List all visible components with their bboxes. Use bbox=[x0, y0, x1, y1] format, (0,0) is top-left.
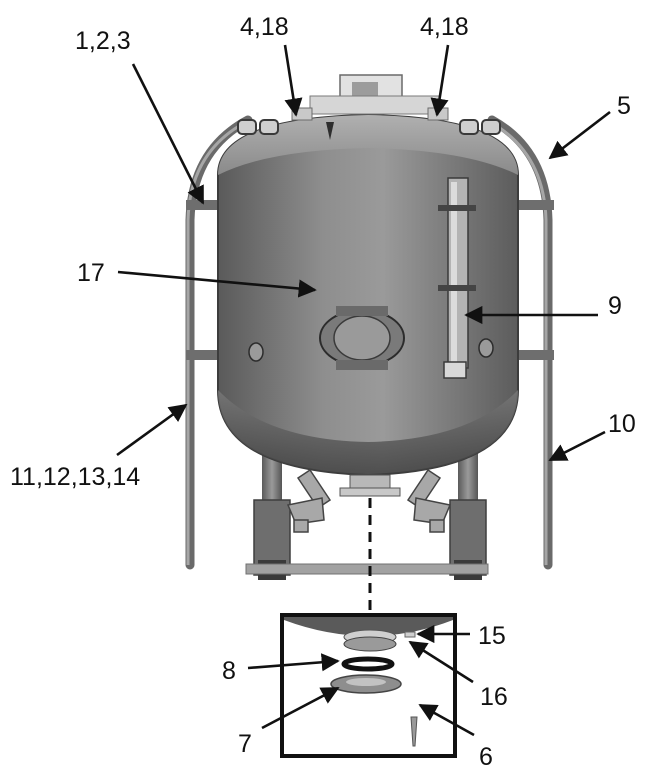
arrow-5 bbox=[548, 110, 611, 160]
bolt-part bbox=[404, 631, 416, 638]
arrow-16 bbox=[408, 640, 474, 684]
label-1-2-3: 1,2,3 bbox=[75, 27, 131, 55]
label-4-18-right: 4,18 bbox=[420, 13, 469, 41]
bottom-outlet bbox=[339, 474, 401, 497]
label-10: 10 bbox=[608, 410, 636, 438]
level-gauge bbox=[438, 177, 476, 379]
arrow-4-18-left bbox=[283, 44, 303, 117]
label-6: 6 bbox=[479, 743, 493, 768]
gasket-ring bbox=[341, 656, 395, 672]
label-11-12-13-14: 11,12,13,14 bbox=[10, 463, 140, 491]
label-15: 15 bbox=[478, 622, 506, 650]
arrow-10 bbox=[548, 430, 606, 462]
arrow-4-18-right bbox=[430, 44, 450, 117]
lifting-lugs bbox=[237, 119, 501, 135]
base-plate bbox=[245, 563, 489, 575]
arrow-6 bbox=[418, 703, 475, 737]
arrow-11-14 bbox=[116, 403, 188, 457]
arrow-17 bbox=[117, 270, 317, 298]
label-9: 9 bbox=[608, 292, 622, 320]
label-16: 16 bbox=[480, 683, 508, 711]
callout-labels: 1,2,3 4,18 4,18 5 17 9 10 11,12,13,14 15… bbox=[10, 13, 636, 768]
arrow-1-2-3 bbox=[131, 63, 205, 205]
label-8: 8 bbox=[222, 657, 236, 685]
label-5: 5 bbox=[617, 92, 631, 120]
bottom-valves bbox=[286, 468, 452, 533]
leader-arrows bbox=[116, 44, 611, 737]
label-7: 7 bbox=[238, 730, 252, 758]
side-manway bbox=[319, 306, 405, 370]
frame-highlight bbox=[186, 120, 548, 565]
stud-part bbox=[410, 716, 418, 747]
small-nozzles bbox=[248, 338, 494, 362]
arrow-8 bbox=[247, 653, 340, 672]
tank-body bbox=[217, 113, 519, 477]
detail-box bbox=[280, 613, 457, 758]
arrow-7 bbox=[261, 686, 340, 730]
frame-brackets bbox=[186, 200, 554, 360]
label-4-18-left: 4,18 bbox=[240, 13, 289, 41]
label-17: 17 bbox=[77, 259, 105, 287]
